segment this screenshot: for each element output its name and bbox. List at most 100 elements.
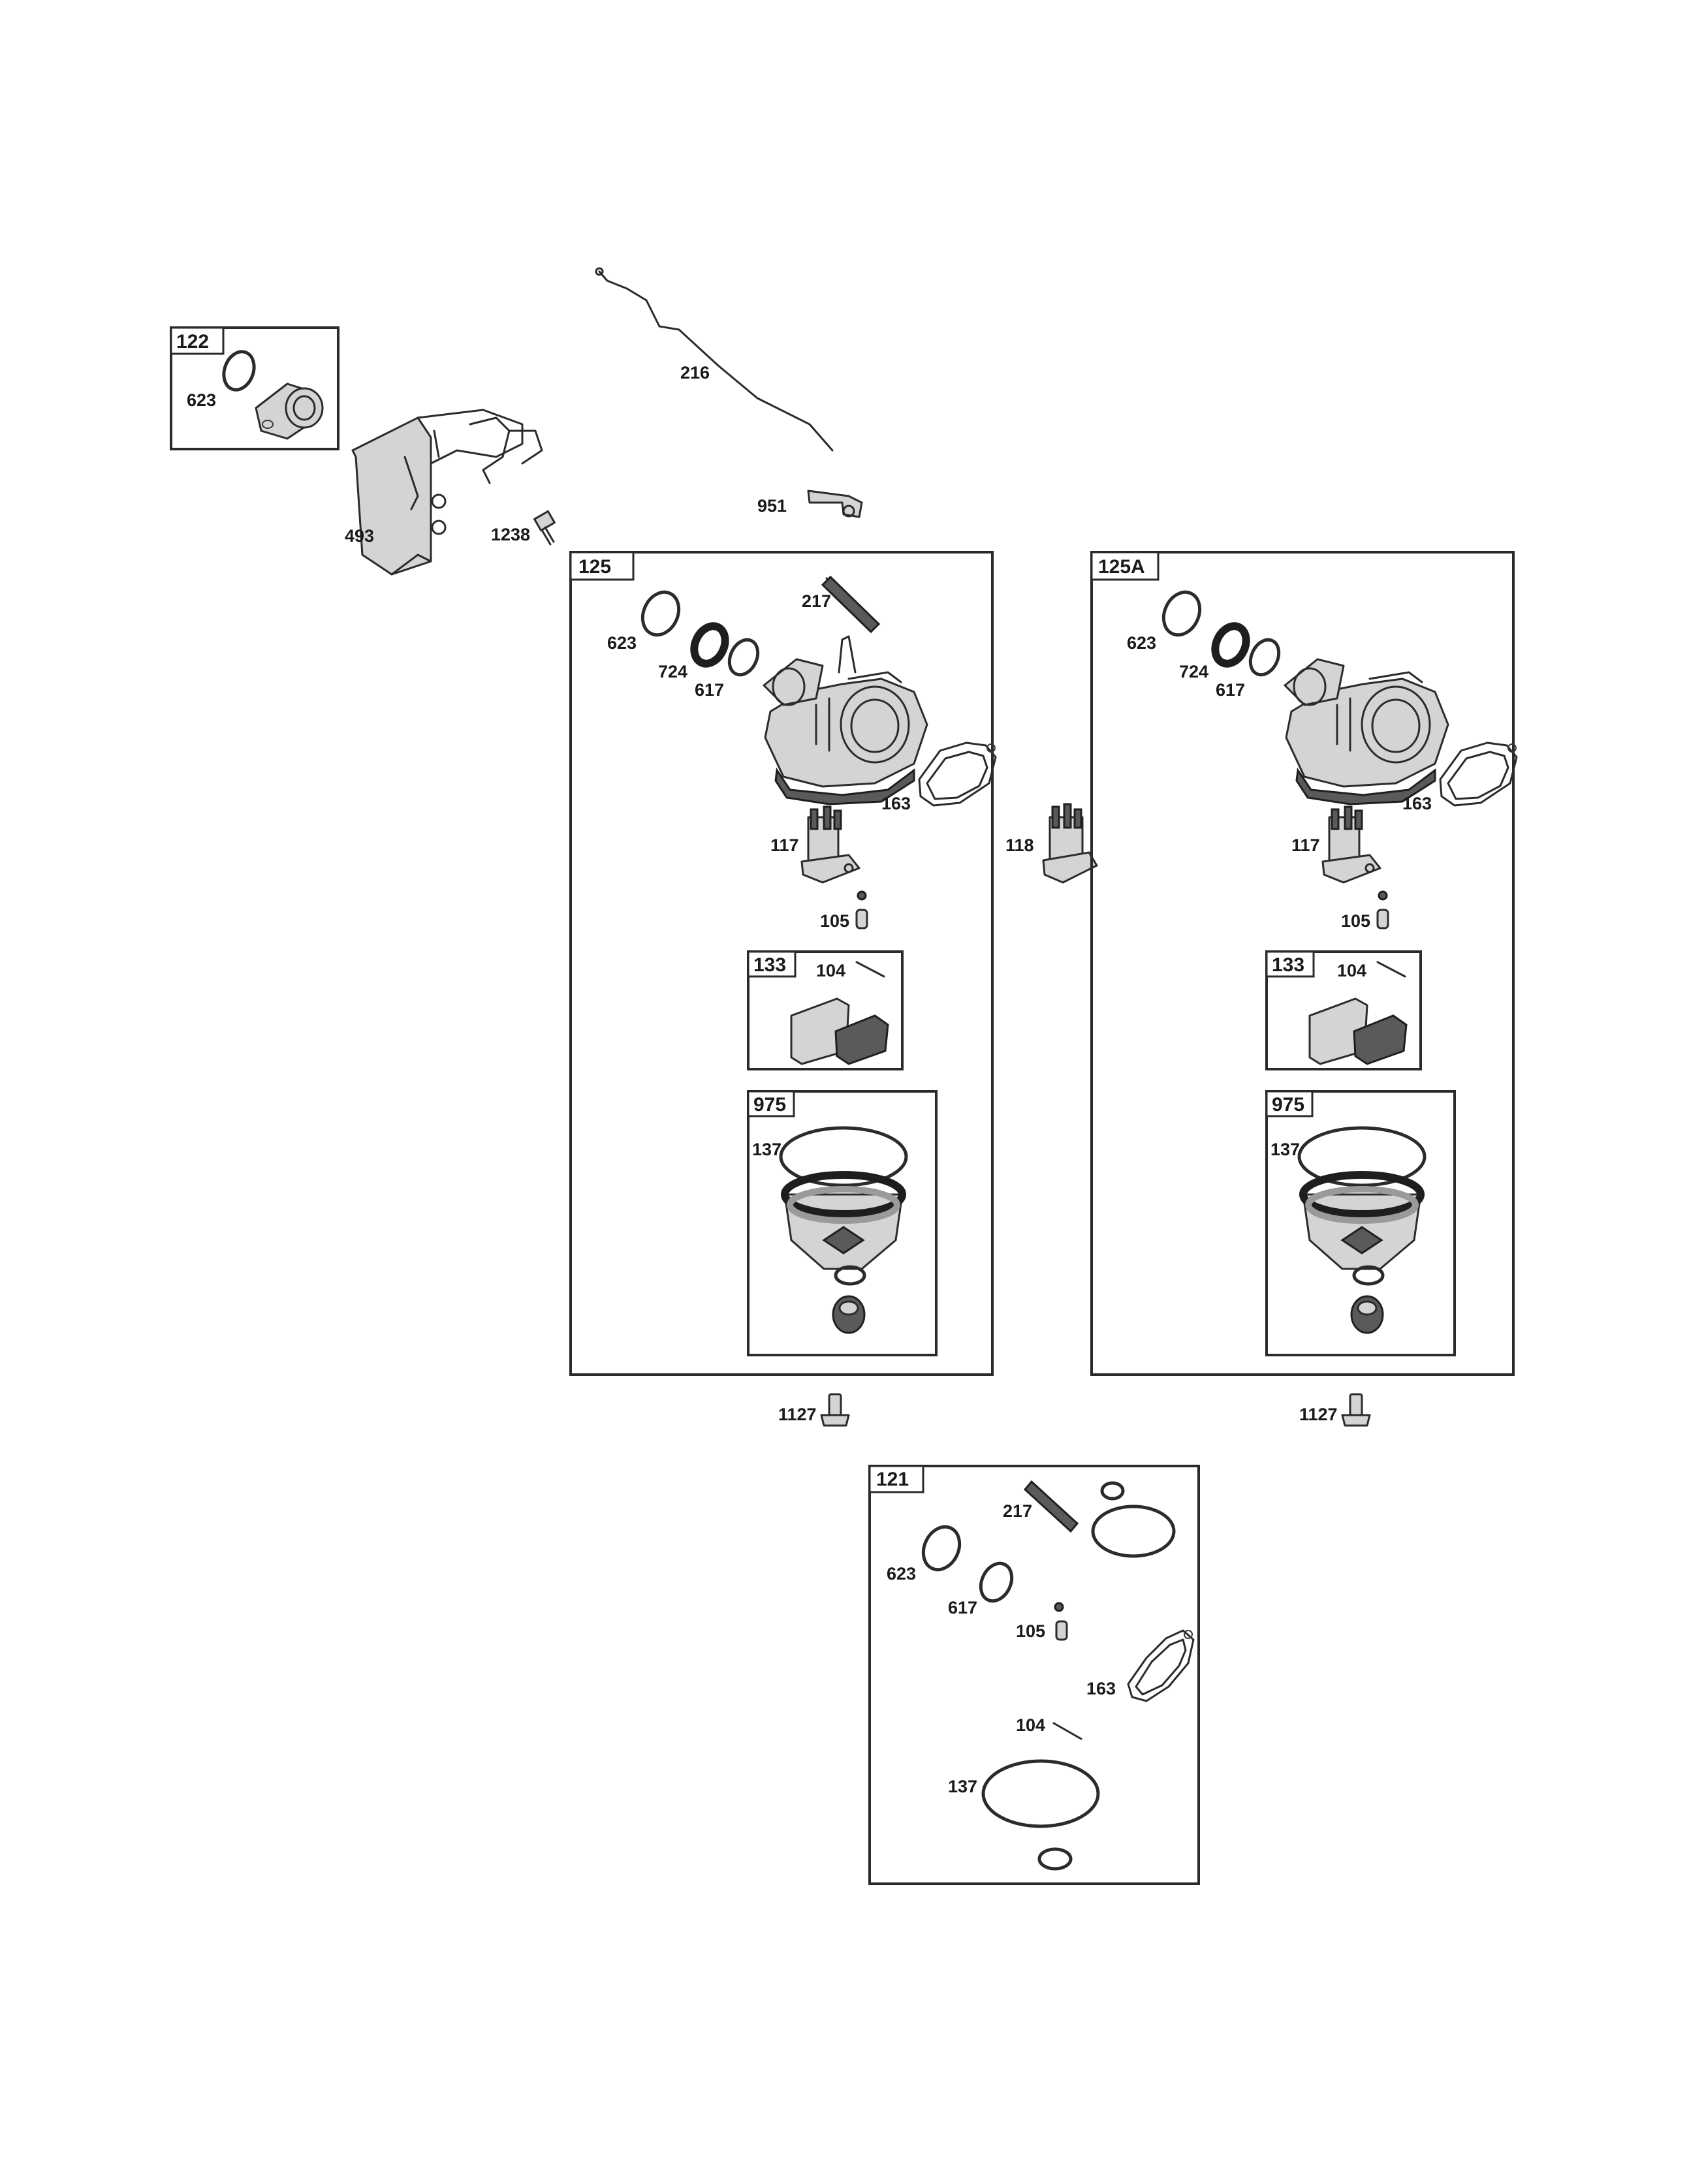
kit-133-group-left: 133 104 [747,950,904,1070]
control-bracket-icon [351,409,543,576]
part-104-label: 104 [816,961,845,980]
jet-105-icon [855,890,868,929]
part-118-label: 118 [1005,835,1034,855]
part-117-label: 117 [1291,835,1320,855]
carburetor-icon [1284,658,1449,805]
o-ring-623-icon [921,1525,962,1572]
link-951-icon [807,490,863,518]
kit-133-box [1265,950,1422,1070]
part-137-label: 137 [1270,1140,1300,1159]
float-insert-icon [1353,1014,1408,1065]
jet-105-icon [1376,890,1389,929]
pin-104-icon [1052,1722,1082,1740]
part-217-label: 217 [802,591,831,611]
part-623-label: 623 [887,1564,916,1583]
part-724-label: 724 [658,662,687,681]
part-623-label: 623 [187,390,216,410]
kit-125a-label: 125A [1098,556,1145,578]
gasket-163-icon [1127,1629,1195,1702]
float-bowl-icon [1299,1171,1425,1270]
part-724-label: 724 [1179,662,1208,681]
bowl-nut-icon [1350,1295,1384,1334]
spring-217-icon [1023,1480,1079,1533]
intake-elbow-icon [255,382,324,440]
o-ring-724-icon [1211,622,1250,668]
o-ring-large-icon [1091,1505,1176,1558]
kit-121-group: 121 217 623 617 105 163 104 137 [868,1465,1200,1885]
kit-122-tag [170,326,225,355]
part-163-label: 163 [1402,794,1432,813]
kit-975-label: 975 [753,1094,786,1115]
throttle-link-216-end-icon [595,267,604,276]
kit-975-box [1265,1090,1456,1356]
kit-133-tag [747,950,797,978]
kit-125-box [569,551,994,1376]
bowl-gasket-137-icon [1297,1126,1427,1187]
bowl-gasket-137-icon [779,1126,908,1187]
screw-1127-right-icon [1341,1393,1371,1427]
part-617-label: 617 [695,680,724,700]
part-105-label: 105 [1341,911,1370,931]
kit-125-label: 125 [578,556,611,578]
bowl-gasket-137-icon [981,1759,1100,1828]
kit-975-label: 975 [1272,1094,1304,1115]
kit-125-group: 125 217 623 724 617 163 [569,551,997,1376]
o-ring-623-icon [222,350,256,392]
float-insert-icon [834,1014,889,1065]
part-104-label: 104 [1337,961,1366,980]
part-137-label: 137 [752,1140,781,1159]
o-ring-623-icon [1161,590,1202,637]
kit-125a-box [1090,551,1515,1376]
part-493-label: 493 [345,526,374,546]
o-ring-724-icon [690,622,729,668]
kit-133-label: 133 [753,954,786,976]
part-163-label: 163 [1086,1679,1116,1698]
kit-133-tag [1265,950,1315,978]
small-washer-icon [1100,1481,1125,1501]
kit-975-tag [1265,1090,1314,1117]
kit-121-box [868,1465,1200,1885]
kit-121-tag [868,1465,924,1493]
gasket-163-icon [918,741,997,807]
fuel-pump-117-icon [800,805,860,884]
washer-icon [834,1265,866,1286]
part-623-label: 623 [1127,633,1156,653]
kit-975-group-right: 975 137 [1265,1090,1456,1356]
kit-133-label: 133 [1272,954,1304,976]
part-105-label: 105 [820,911,849,931]
part-617-label: 617 [948,1598,977,1617]
kit-125a-tag [1090,551,1160,581]
part-117-label: 117 [770,835,799,855]
o-ring-623-icon [640,590,681,637]
float-bowl-icon [781,1171,906,1270]
kit-975-group-left: 975 137 [747,1090,938,1356]
throttle-link-216-icon [598,270,834,452]
pin-104-icon [855,961,885,978]
kit-125-tag [569,551,635,581]
fuel-pump-117-icon [1321,805,1381,884]
bowl-nut-icon [832,1295,866,1334]
gasket-163-icon [1439,741,1518,807]
kit-975-box [747,1090,938,1356]
part-104-label: 104 [1016,1715,1045,1735]
part-137-label: 137 [948,1777,977,1796]
screw-1127-left-icon [820,1393,850,1427]
part-623-label: 623 [607,633,637,653]
gasket-617-icon [979,1561,1014,1603]
part-216-label: 216 [680,363,710,382]
kit-125a-group: 125A 623 724 617 163 [1090,551,1518,1376]
part-617-label: 617 [1216,680,1245,700]
kit-122-label: 122 [176,331,209,352]
part-163-label: 163 [881,794,911,813]
part-1238-label: 1238 [491,525,530,544]
kit-122-group: 122 623 [170,326,339,450]
part-1127-label: 1127 [1299,1405,1338,1424]
kit-121-label: 121 [876,1469,909,1490]
kit-133-box [747,950,904,1070]
kit-133-group-right: 133 104 [1265,950,1422,1070]
part-105-label: 105 [1016,1621,1045,1641]
part-217-label: 217 [1003,1501,1032,1521]
part-951-label: 951 [757,496,787,516]
spring-217-icon [821,575,881,634]
